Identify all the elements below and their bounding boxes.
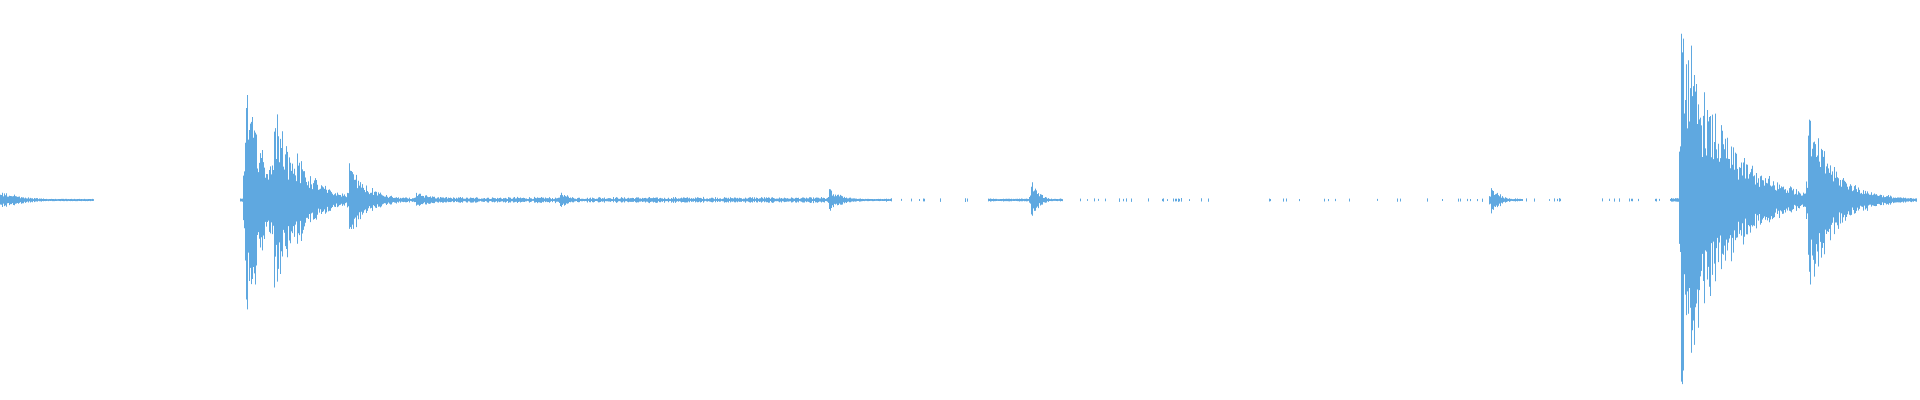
- waveform-samples: [0, 33, 1917, 385]
